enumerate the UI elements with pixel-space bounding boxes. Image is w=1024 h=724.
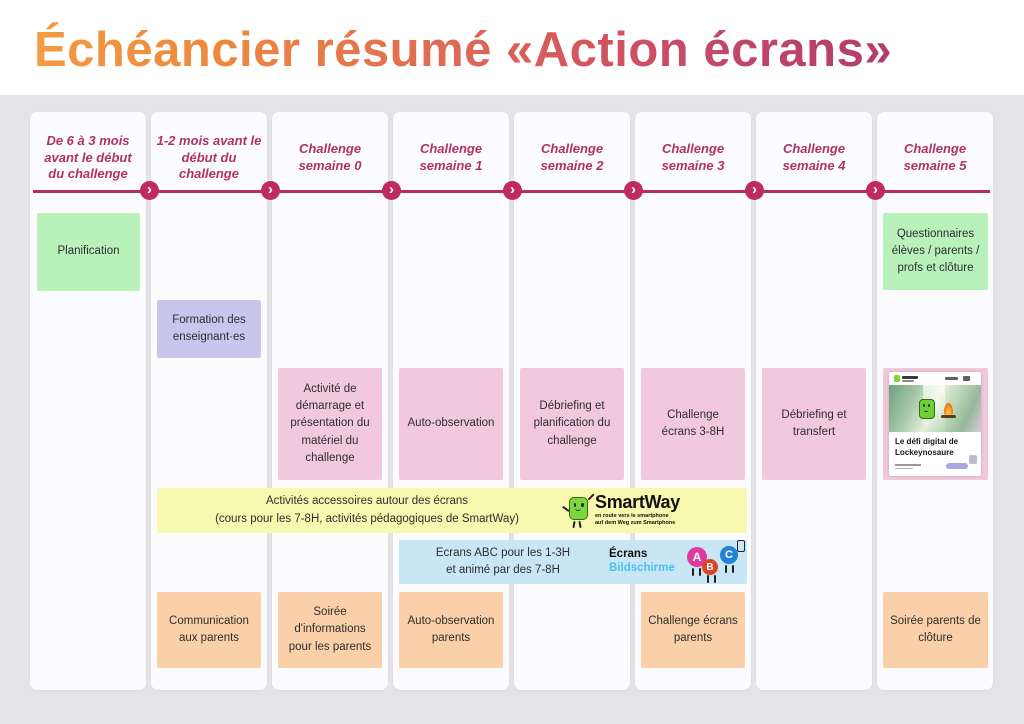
column-header-6: Challenge semaine 3: [661, 141, 725, 173]
chevron-right-icon: ›: [752, 181, 757, 198]
banner-activites-text: Activités accessoires autour des écrans …: [215, 495, 519, 525]
cover-button-shape: [946, 463, 968, 469]
letter-c-character: C: [720, 546, 738, 564]
task-box-soiree-informations: Soirée d'informations pour les parents: [278, 592, 382, 668]
smartway-mascot-icon: [562, 493, 595, 529]
title-bar: Échéancier résumé «Action écrans»: [0, 0, 1024, 96]
timeline-node-5: ›: [624, 181, 643, 200]
letter-b-character: B: [702, 559, 718, 575]
timeline-node-2: ›: [261, 181, 280, 200]
letter-a-character: A: [687, 547, 707, 567]
timeline-node-7: ›: [866, 181, 885, 200]
task-box-debriefing-planification: Débriefing et planification du challenge: [520, 368, 624, 480]
column-card-1: De 6 à 3 mois avant le début du challeng…: [30, 112, 146, 690]
column-header-7: Challenge semaine 4: [782, 141, 846, 173]
smartway-tagline: en route vers le smartphone auf dem Weg …: [595, 513, 676, 527]
book-cover-photo: [889, 385, 981, 432]
task-box-formation-enseignants: Formation des enseignant·es: [157, 300, 261, 358]
banner-activites-accessoires: Activités accessoires autour des écrans …: [157, 488, 747, 533]
poster-title: Échéancier résumé «Action écrans»: [34, 0, 1014, 95]
smartway-wordmark: SmartWay: [595, 492, 680, 512]
column-header-3: Challenge semaine 0: [298, 141, 362, 173]
book-cover: Le défi digital de Lockeynosaure: [889, 372, 981, 476]
chevron-right-icon: ›: [389, 181, 394, 198]
timeline-node-4: ›: [503, 181, 522, 200]
timeline-node-6: ›: [745, 181, 764, 200]
chevron-right-icon: ›: [873, 181, 878, 198]
task-box-questionnaires-cloture: Questionnaires élèves / parents / profs …: [883, 213, 988, 290]
task-box-communication-parents: Communication aux parents: [157, 592, 261, 668]
column-header-8: Challenge semaine 5: [903, 141, 967, 173]
column-header-5: Challenge semaine 2: [540, 141, 604, 173]
column-header-2: 1-2 mois avant le début du challenge: [156, 132, 262, 182]
phone-icon: [737, 540, 745, 552]
chevron-right-icon: ›: [510, 181, 515, 198]
timeline-board: De 6 à 3 mois avant le début du challeng…: [0, 95, 1024, 724]
smartway-mini-logo-icon: [894, 375, 900, 382]
mascot-icon: [919, 399, 935, 419]
task-box-auto-observation: Auto-observation: [399, 368, 503, 480]
banner-ecrans-abc: Ecrans ABC pour les 1-3H et animé par de…: [399, 540, 747, 584]
column-header-4: Challenge semaine 1: [419, 141, 483, 173]
column-header-1: De 6 à 3 mois avant le début du challeng…: [44, 132, 132, 182]
timeline-node-3: ›: [382, 181, 401, 200]
task-box-auto-observation-parents: Auto-observation parents: [399, 592, 503, 668]
book-cover-title: Le défi digital de Lockeynosaure: [895, 437, 959, 458]
timeline-node-1: ›: [140, 181, 159, 200]
banner-abc-text: Ecrans ABC pour les 1-3H et animé par de…: [435, 546, 571, 576]
task-box-debriefing-transfert: Débriefing et transfert: [762, 368, 866, 480]
book-cover-logos: [889, 372, 981, 385]
abc-characters-icon: A B C: [687, 540, 745, 584]
task-box-challenge-ecrans-parents: Challenge écrans parents: [641, 592, 745, 668]
chevron-right-icon: ›: [631, 181, 636, 198]
task-box-activite-demarrage: Activité de démarrage et présentation du…: [278, 368, 382, 480]
task-box-planification: Planification: [37, 213, 140, 291]
task-box-book-cover: Le défi digital de Lockeynosaure: [883, 368, 988, 480]
task-box-challenge-ecrans-3-8h: Challenge écrans 3-8H: [641, 368, 745, 480]
smartway-logo: SmartWay en route vers le smartphone auf…: [561, 490, 741, 531]
chevron-right-icon: ›: [147, 181, 152, 198]
task-box-soiree-parents-cloture: Soirée parents de clôture: [883, 592, 988, 668]
chevron-right-icon: ›: [268, 181, 273, 198]
campfire-icon: [944, 403, 953, 416]
ecrans-bildschirme-logo: Écrans Bildschirme A B C: [609, 540, 745, 584]
